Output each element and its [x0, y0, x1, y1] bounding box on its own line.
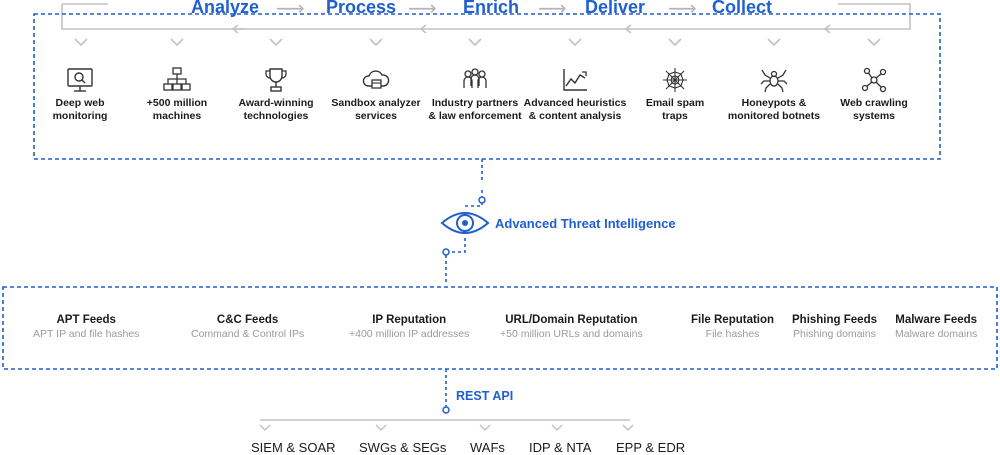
- feed-title: IP Reputation: [372, 314, 447, 326]
- source-honeypots: Honeypots & monitored botnets: [719, 66, 829, 123]
- feed-subtitle: Malware domains: [895, 328, 978, 340]
- node-graph-icon: [861, 67, 887, 93]
- arrow-right-icon: ⟶: [668, 0, 697, 20]
- chevron-down-icon: [369, 38, 383, 47]
- chevron-down-icon: [668, 38, 682, 47]
- stage-enrich: Enrich: [463, 0, 520, 17]
- feed-subtitle: File hashes: [705, 328, 760, 340]
- chevron-down-icon: [767, 38, 781, 47]
- source-label: Web crawling systems: [840, 97, 908, 122]
- feed-title: Phishing Feeds: [792, 314, 877, 326]
- eye-icon: [440, 212, 490, 234]
- network-machines-icon: [163, 67, 191, 91]
- source-sandbox: Sandbox analyzer services: [321, 66, 431, 123]
- chevron-down-icon: [259, 424, 271, 432]
- feed-title: URL/Domain Reputation: [505, 314, 638, 326]
- rest-api-label: REST API: [456, 389, 514, 403]
- chevron-down-icon: [551, 424, 563, 432]
- feed-title: File Reputation: [691, 314, 775, 326]
- chevron-down-icon: [479, 424, 491, 432]
- feed-apt: APT Feeds APT IP and file hashes: [33, 314, 139, 340]
- source-label: Deep web monitoring: [52, 97, 108, 122]
- source-deep-web: Deep web monitoring: [25, 66, 135, 123]
- source-label: Sandbox analyzer services: [331, 97, 421, 122]
- arrow-right-icon: ⟶: [538, 0, 567, 20]
- consumer-wafs: WAFs: [470, 440, 505, 455]
- spider-icon: [760, 69, 788, 93]
- feed-title: Malware Feeds: [895, 314, 978, 326]
- feed-subtitle: +400 million IP addresses: [349, 328, 470, 340]
- source-label: Award-winning technologies: [238, 97, 314, 122]
- feed-malware: Malware Feeds Malware domains: [895, 314, 977, 340]
- trophy-icon: [265, 68, 287, 92]
- source-label: +500 million machines: [146, 97, 208, 122]
- chevron-down-icon: [867, 38, 881, 47]
- arrow-right-icon: ⟶: [276, 0, 305, 20]
- monitor-search-icon: [67, 68, 93, 92]
- line-chart-icon: [563, 69, 587, 91]
- feed-ip-reputation: IP Reputation +400 million IP addresses: [349, 314, 469, 340]
- consumer-siem-soar: SIEM & SOAR: [251, 440, 336, 455]
- chevron-down-icon: [622, 424, 634, 432]
- advanced-threat-intelligence-label: Advanced Threat Intelligence: [495, 216, 676, 231]
- source-label: Advanced heuristics & content analysis: [523, 97, 627, 122]
- chevron-down-icon: [468, 38, 482, 47]
- stage-collect: Collect: [712, 0, 773, 17]
- chevron-down-icon: [568, 38, 582, 47]
- source-label: Industry partners & law enforcement: [428, 97, 522, 122]
- feed-subtitle: APT IP and file hashes: [33, 328, 140, 340]
- cloud-sandbox-icon: [362, 70, 390, 89]
- feed-subtitle: Command & Control IPs: [191, 328, 305, 340]
- feed-phishing: Phishing Feeds Phishing domains: [792, 314, 877, 340]
- stage-deliver: Deliver: [585, 0, 646, 17]
- consumer-epp-edr: EPP & EDR: [616, 440, 686, 455]
- feed-title: APT Feeds: [56, 314, 116, 326]
- people-group-icon: [463, 68, 487, 88]
- consumer-swgs-segs: SWGs & SEGs: [359, 440, 447, 455]
- consumer-idp-nta: IDP & NTA: [529, 440, 592, 455]
- feed-subtitle: Phishing domains: [793, 328, 876, 340]
- source-partners: Industry partners & law enforcement: [420, 66, 530, 123]
- stage-analyze: Analyze: [191, 0, 260, 17]
- feed-title: C&C Feeds: [216, 314, 279, 326]
- source-award: Award-winning technologies: [221, 66, 331, 123]
- source-label: Honeypots & monitored botnets: [727, 97, 821, 122]
- chevron-down-icon: [269, 38, 283, 47]
- source-web-crawling: Web crawling systems: [819, 66, 929, 123]
- chevron-down-icon: [170, 38, 184, 47]
- feed-cc: C&C Feeds Command & Control IPs: [191, 314, 304, 340]
- source-heuristics: Advanced heuristics & content analysis: [520, 66, 630, 123]
- chevron-down-icon: [74, 38, 88, 47]
- feed-subtitle: +50 million URLs and domains: [500, 328, 643, 340]
- stage-process: Process: [326, 0, 397, 17]
- arrow-right-icon: ⟶: [408, 0, 437, 20]
- source-machines: +500 million machines: [122, 66, 232, 123]
- source-spam-traps: Email spam traps: [620, 66, 730, 123]
- spider-web-icon: [663, 68, 687, 92]
- feed-url-domain-reputation: URL/Domain Reputation +50 million URLs a…: [500, 314, 643, 340]
- feed-file-reputation: File Reputation File hashes: [691, 314, 774, 340]
- source-label: Email spam traps: [645, 97, 705, 122]
- chevron-down-icon: [375, 424, 387, 432]
